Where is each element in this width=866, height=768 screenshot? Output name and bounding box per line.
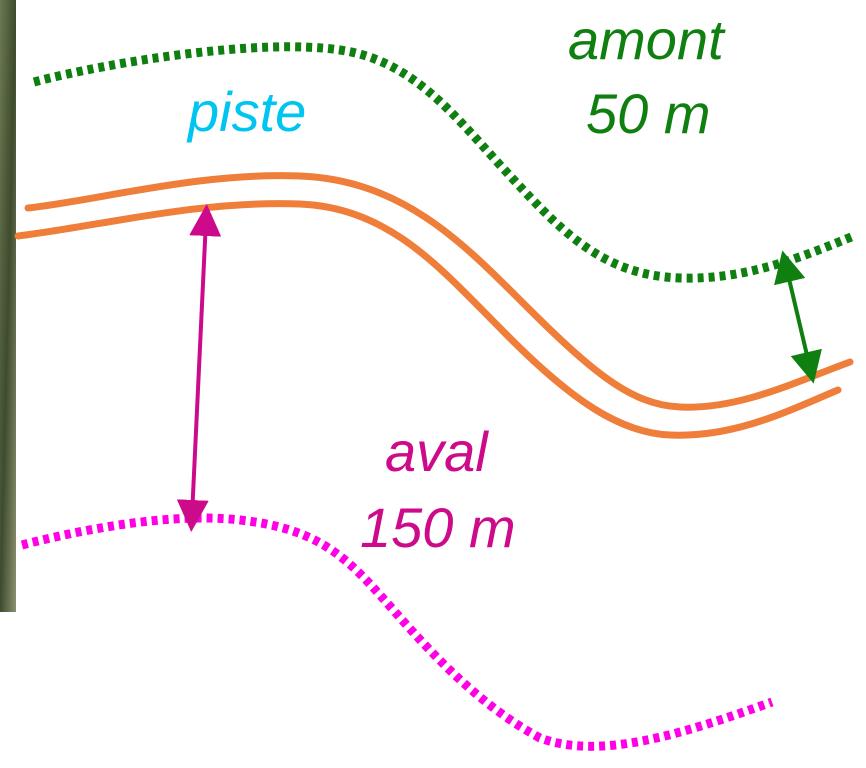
upstream-boundary-line	[32, 42, 858, 283]
upstream-distance-label: 50 m	[586, 82, 711, 145]
upstream-label: amont	[568, 8, 724, 71]
upstream-distance-arrow	[774, 250, 822, 384]
downstream-distance-label: 150 m	[360, 496, 516, 559]
downstream-boundary-line	[20, 513, 774, 751]
track-line-upper	[24, 172, 854, 411]
aerial-photo-edge	[0, 0, 16, 612]
downstream-label: aval	[385, 420, 488, 483]
track-line-lower	[14, 200, 842, 439]
track-label: piste	[188, 80, 307, 143]
downstream-distance-arrow	[176, 204, 222, 532]
